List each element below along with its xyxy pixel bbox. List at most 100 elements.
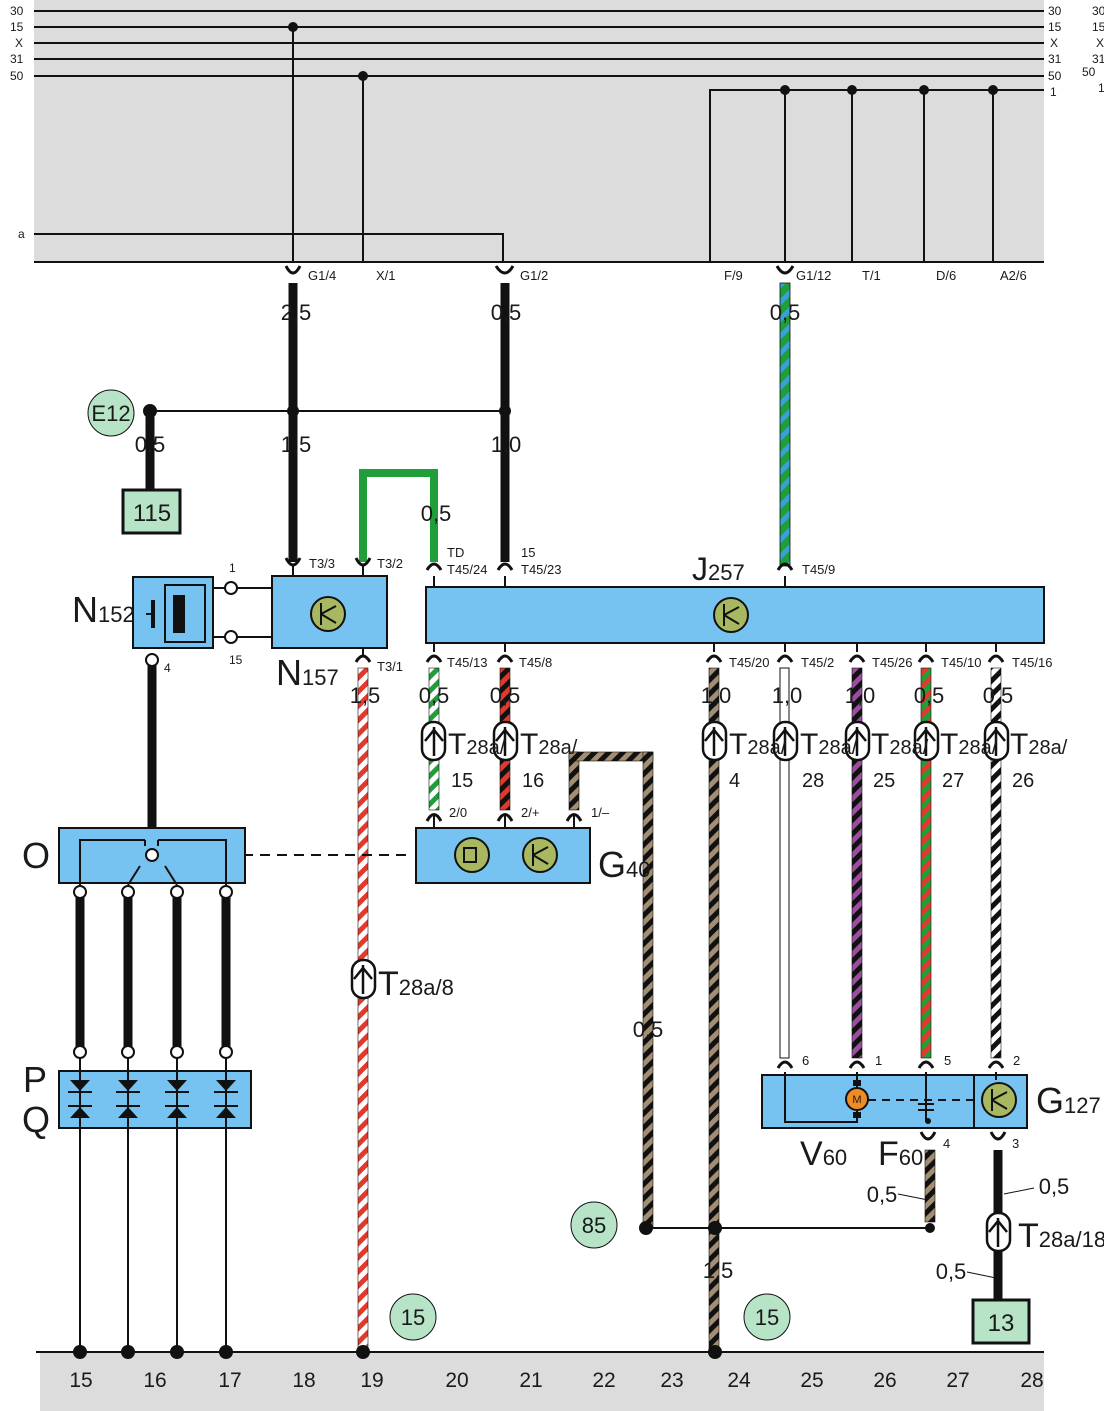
bus-labels-right: 30 15 X 31 50 1 [1048,4,1062,99]
svg-text:15: 15 [755,1305,779,1330]
svg-text:X: X [1050,36,1058,50]
svg-text:T28a/: T28a/ [800,728,858,761]
svg-text:T3/2: T3/2 [377,556,403,571]
svg-text:0,5: 0,5 [633,1017,664,1042]
svg-text:1,0: 1,0 [701,683,732,708]
svg-text:T45/24: T45/24 [447,562,487,577]
svg-text:24: 24 [727,1369,751,1392]
svg-text:0,5: 0,5 [490,683,521,708]
svg-text:T28a/: T28a/ [871,728,929,761]
g40-label: G40 [598,844,651,885]
svg-text:50: 50 [1082,65,1096,79]
svg-text:15: 15 [229,653,243,667]
svg-text:16: 16 [522,770,544,792]
svg-text:1: 1 [875,1053,882,1068]
svg-text:1: 1 [229,561,236,575]
junctions [73,404,935,1359]
svg-text:15: 15 [69,1369,92,1392]
svg-text:1: 1 [1098,81,1104,95]
svg-text:T28a/: T28a/ [729,728,787,761]
svg-text:A2/6: A2/6 [1000,268,1027,283]
fuse-box-internal-wiring [34,27,1044,262]
svg-text:0,5: 0,5 [983,683,1014,708]
svg-text:0,5: 0,5 [914,683,945,708]
internal-wire-label: a [18,227,25,241]
connectors-t28a [350,720,1012,1253]
svg-text:T45/20: T45/20 [729,655,769,670]
svg-text:2: 2 [1013,1053,1020,1068]
svg-text:G1/2: G1/2 [520,268,548,283]
svg-text:20: 20 [445,1369,468,1392]
fuse-box-terminal-labels: G1/4 X/1 G1/2 F/9 G1/12 T/1 D/6 A2/6 [308,268,1027,283]
svg-text:28: 28 [1020,1369,1043,1392]
svg-text:15: 15 [521,545,535,560]
svg-text:2,5: 2,5 [281,300,312,325]
svg-text:0,5: 0,5 [491,300,522,325]
svg-text:F/9: F/9 [724,268,743,283]
f60-label: F60 [878,1135,923,1173]
svg-text:25: 25 [800,1369,823,1392]
ref-15-b: 15 [743,1293,791,1341]
svg-text:18: 18 [292,1369,315,1392]
svg-text:15: 15 [1048,20,1062,34]
svg-text:6: 6 [802,1053,809,1068]
g127-label: G127 [1036,1080,1101,1121]
connector-t28a-4 [701,720,728,762]
svg-text:E12: E12 [91,401,130,426]
svg-text:17: 17 [218,1369,241,1392]
svg-text:13: 13 [988,1310,1015,1337]
bus-label-30: 30 [10,4,24,18]
bus-label-31: 31 [10,52,24,66]
grid-numbers: 15 16 17 18 19 20 21 22 23 24 25 26 27 2… [69,1369,1043,1392]
svg-text:21: 21 [519,1369,542,1392]
connector-t28a-8 [350,958,377,1000]
svg-text:TD: TD [447,545,464,560]
svg-text:27: 27 [942,770,964,792]
svg-text:T28a/: T28a/ [520,728,578,761]
wires [75,282,1003,1353]
svg-text:T28a/8: T28a/8 [378,965,454,1003]
connector-t28a-27 [913,720,940,762]
svg-text:22: 22 [592,1369,615,1392]
svg-text:30: 30 [1048,4,1062,18]
svg-text:T45/13: T45/13 [447,655,487,670]
svg-text:T3/3: T3/3 [309,556,335,571]
svg-text:31: 31 [1092,52,1104,66]
component-n157: T3/3 T3/2 T3/1 N157 [271,556,403,693]
svg-text:50: 50 [1048,69,1062,83]
j257-label: J257 [692,551,745,587]
svg-text:31: 31 [1048,52,1062,66]
svg-text:15: 15 [1092,20,1104,34]
fuse-box-junctions [288,22,998,95]
p-label: P [23,1059,47,1100]
svg-text:T/1: T/1 [862,268,881,283]
svg-text:23: 23 [660,1369,683,1392]
connector-t28a-25 [844,720,871,762]
svg-text:2/+: 2/+ [521,805,539,820]
svg-text:T45/10: T45/10 [941,655,981,670]
svg-text:15: 15 [451,770,473,792]
component-o: O [22,827,246,899]
ref-box-115: 115 [121,488,182,535]
svg-text:1,5: 1,5 [350,683,381,708]
svg-text:0,5: 0,5 [867,1182,898,1207]
o-label: O [22,835,50,876]
svg-text:4: 4 [164,661,171,675]
svg-text:0,5: 0,5 [419,683,450,708]
svg-text:3: 3 [1012,1136,1019,1151]
ref-15-a: 15 [389,1293,437,1341]
bus-lines [34,10,1044,263]
svg-text:19: 19 [360,1369,383,1392]
svg-text:15: 15 [401,1305,425,1330]
connector-t28a-26 [983,720,1010,762]
svg-text:26: 26 [873,1369,896,1392]
svg-text:T3/1: T3/1 [377,659,403,674]
svg-text:X/1: X/1 [376,268,396,283]
svg-text:G1/12: G1/12 [796,268,831,283]
ground-band [40,1352,1044,1411]
svg-text:5: 5 [944,1053,951,1068]
svg-text:4: 4 [943,1136,950,1151]
connector-t28a-18 [985,1211,1012,1253]
svg-text:1,0: 1,0 [845,683,876,708]
